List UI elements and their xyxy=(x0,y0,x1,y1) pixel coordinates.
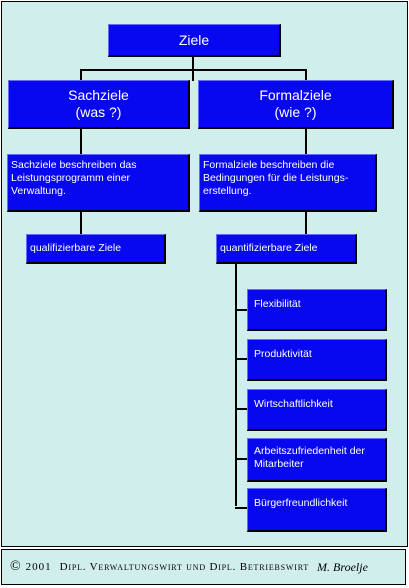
sachziele-subtitle: (was ?) xyxy=(75,104,122,120)
item-label: Flexibilität xyxy=(254,298,301,310)
sachziele-title: Sachziele xyxy=(68,87,129,103)
connector-item-4 xyxy=(235,458,247,460)
item-label: Produktivität xyxy=(254,348,312,360)
node-quantifizierbare-ziele: quantifizierbare Ziele xyxy=(216,234,357,264)
formalziele-description-box: Formalziele beschreiben die Bedingungen … xyxy=(199,154,377,212)
quantifizierbare-label: quantifizierbare Ziele xyxy=(220,242,318,254)
item-label: Wirtschaftlichkeit xyxy=(254,398,333,410)
connector-item-3 xyxy=(235,408,247,410)
connector-items-trunk xyxy=(235,264,237,506)
root-label: Ziele xyxy=(178,31,210,48)
item-produktivitaet: Produktivität xyxy=(247,339,387,381)
node-qualifizierbare-ziele: qualifizierbare Ziele xyxy=(26,234,166,264)
sachziele-description: Sachziele beschreiben das Leistungsprogr… xyxy=(11,159,137,197)
diagram-canvas: Ziele Sachziele (was ?) Formalziele (wie… xyxy=(1,1,408,547)
qualifizierbare-label: qualifizierbare Ziele xyxy=(30,242,122,254)
node-formalziele: Formalziele (wie ?) xyxy=(198,80,394,129)
item-label: Arbeitszufriedenheit der Mitarbeiter xyxy=(254,445,365,470)
signature: M. Broelje xyxy=(317,559,368,574)
footer-text: Dipl. Verwaltungswirt und Dipl. Betriebs… xyxy=(59,561,310,573)
root-node-ziele: Ziele xyxy=(108,24,281,57)
node-sachziele: Sachziele (was ?) xyxy=(8,80,190,129)
connector-root-horizontal xyxy=(80,69,306,71)
item-flexibilitaet: Flexibilität xyxy=(247,289,387,331)
connector-root-down xyxy=(192,55,194,81)
copyright-icon: © xyxy=(10,559,21,574)
formalziele-title: Formalziele xyxy=(259,87,332,103)
formalziele-subtitle: (wie ?) xyxy=(274,104,317,120)
copyright-footer: © 2001 Dipl. Verwaltungswirt und Dipl. B… xyxy=(1,549,406,585)
connector-item-5 xyxy=(235,507,247,509)
item-arbeitszufriedenheit: Arbeitszufriedenheit der Mitarbeiter xyxy=(247,438,387,482)
connector-sach-sub xyxy=(80,210,82,235)
item-wirtschaftlichkeit: Wirtschaftlichkeit xyxy=(247,389,387,431)
connector-item-2 xyxy=(235,358,247,360)
formalziele-description: Formalziele beschreiben die Bedingungen … xyxy=(203,159,349,197)
sachziele-description-box: Sachziele beschreiben das Leistungsprogr… xyxy=(7,154,190,212)
item-buergerfreundlichkeit: Bürgerfreundlichkeit xyxy=(247,488,387,532)
connector-sach-down xyxy=(80,69,82,219)
connector-formal-down xyxy=(305,69,307,219)
connector-item-1 xyxy=(235,309,247,311)
footer-year: 2001 xyxy=(25,561,52,573)
item-label: Bürgerfreundlichkeit xyxy=(254,497,348,509)
connector-formal-sub xyxy=(305,210,307,235)
